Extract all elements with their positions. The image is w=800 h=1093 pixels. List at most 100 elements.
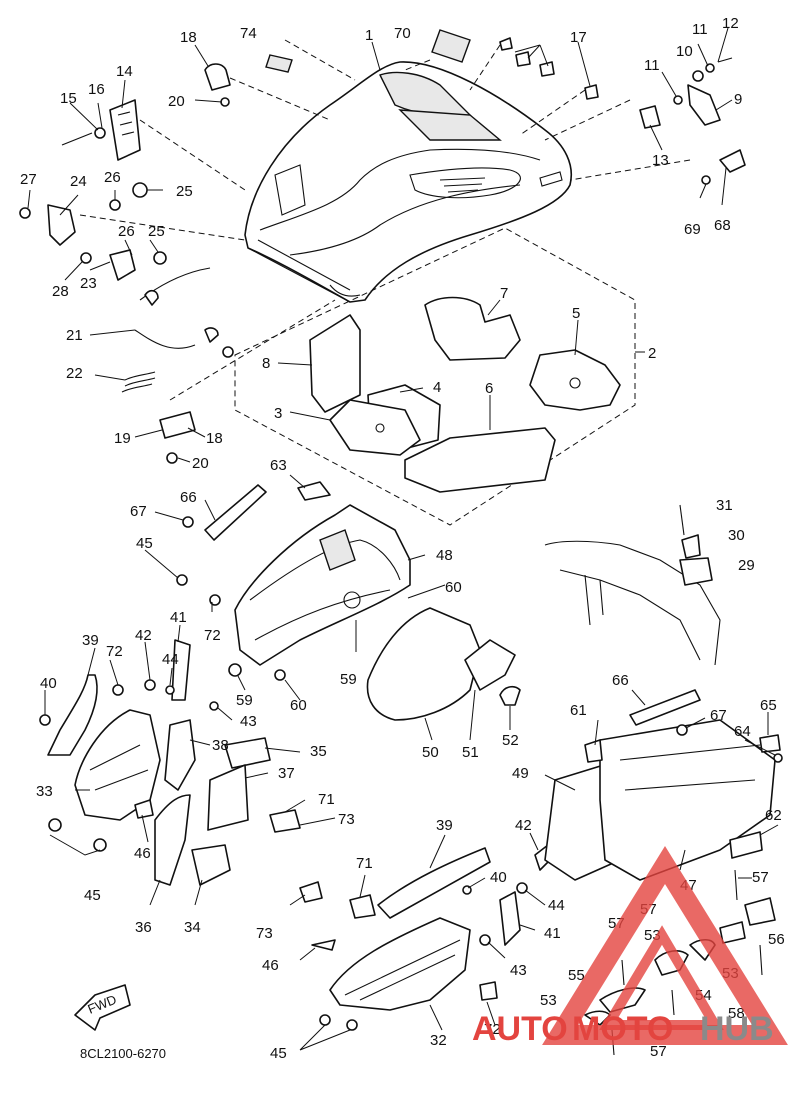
callout-40-left: 40: [40, 675, 57, 692]
callout-52: 52: [502, 732, 519, 749]
callout-25-lower: 25: [148, 223, 165, 240]
callout-31: 31: [716, 497, 733, 514]
bracket-part-62: [729, 831, 763, 859]
callout-6: 6: [485, 380, 493, 397]
callout-59-left: 59: [236, 692, 253, 709]
pad-part-6: [404, 427, 556, 493]
decal-part-74: [265, 54, 293, 73]
callout-61: 61: [570, 702, 587, 719]
hood-part: [244, 61, 572, 303]
callout-45-bottom: 45: [270, 1045, 287, 1062]
callout-69: 69: [684, 221, 701, 238]
callout-44-lower: 44: [548, 897, 565, 914]
callout-60-lower: 60: [290, 697, 307, 714]
callout-40-lower: 40: [490, 869, 507, 886]
callout-17: 17: [570, 29, 587, 46]
decal-part-70: [431, 29, 471, 63]
callout-1: 1: [365, 27, 373, 44]
callout-55: 55: [568, 967, 585, 984]
upper-left-hardware: [19, 63, 234, 464]
pad-part-3: [329, 399, 421, 456]
callout-28: 28: [52, 283, 69, 300]
tray-part-50: [366, 607, 481, 721]
callout-26-upper: 26: [104, 169, 121, 186]
callout-29: 29: [738, 557, 755, 574]
callout-24: 24: [70, 173, 87, 190]
left-side-panel-assembly: [39, 516, 301, 886]
callout-53-lower: 53: [540, 992, 557, 1009]
callout-71-upper: 71: [318, 791, 335, 808]
callout-19: 19: [114, 430, 131, 447]
callout-59-center: 59: [340, 671, 357, 688]
callout-37: 37: [278, 765, 295, 782]
callout-34: 34: [184, 919, 201, 936]
callout-22: 22: [66, 365, 83, 382]
callout-49: 49: [512, 765, 529, 782]
callout-66-upper: 66: [180, 489, 197, 506]
callout-12: 12: [722, 15, 739, 32]
callout-72-lower: 72: [484, 1021, 501, 1038]
forward-direction-arrow: FWD: [74, 984, 131, 1031]
callout-64: 64: [734, 723, 751, 740]
callout-35: 35: [310, 743, 327, 760]
callout-72-middle: 72: [204, 627, 221, 644]
callout-20-top: 20: [168, 93, 185, 110]
right-frame-assembly: [544, 504, 721, 666]
pad-part-7: [424, 296, 521, 361]
callout-73-upper: 73: [338, 811, 355, 828]
watermark-word-moto: MOTO: [572, 1010, 673, 1048]
callout-39-left: 39: [82, 632, 99, 649]
pad-part-8: [309, 314, 361, 413]
callout-38: 38: [212, 737, 229, 754]
lower-side-panel-assembly: [299, 844, 551, 1031]
callout-45-left: 45: [84, 887, 101, 904]
cover-part-51: [464, 639, 516, 691]
callout-74: 74: [240, 25, 257, 42]
callout-45-upper: 45: [136, 535, 153, 552]
callout-30: 30: [728, 527, 745, 544]
insulation-set-outline: [234, 227, 645, 526]
callout-60-upper: 60: [445, 579, 462, 596]
watermark-word-auto: AUTO: [472, 1010, 568, 1048]
callout-25-upper: 25: [176, 183, 193, 200]
strap-part-66-lower: [629, 689, 701, 726]
callout-51: 51: [462, 744, 479, 761]
callout-5: 5: [572, 305, 580, 322]
callout-8: 8: [262, 355, 270, 372]
callout-46-left: 46: [134, 845, 151, 862]
callout-18-bottom: 18: [206, 430, 223, 447]
callout-11-top: 11: [692, 21, 708, 38]
callout-23: 23: [80, 275, 97, 292]
watermark-word-hub: HUB: [700, 1010, 774, 1048]
watermark-triangle-icon: [542, 845, 788, 1045]
callout-63: 63: [270, 457, 287, 474]
callout-14: 14: [116, 63, 133, 80]
callout-3: 3: [274, 405, 282, 422]
callout-7: 7: [500, 285, 508, 302]
callout-68: 68: [714, 217, 731, 234]
callout-4: 4: [433, 379, 441, 396]
callout-26-lower: 26: [118, 223, 135, 240]
callout-10: 10: [676, 43, 693, 60]
callout-20-bottom: 20: [192, 455, 209, 472]
callout-58: 58: [728, 1005, 745, 1022]
watermark-inner-triangle-icon: [599, 925, 724, 1030]
callout-32: 32: [430, 1032, 447, 1049]
callout-62: 62: [765, 807, 782, 824]
upper-right-hardware: [499, 37, 746, 185]
callout-21: 21: [66, 327, 83, 344]
callout-18-top: 18: [180, 29, 197, 46]
callout-36: 36: [135, 919, 152, 936]
callout-16: 16: [88, 81, 105, 98]
callout-15: 15: [60, 90, 77, 107]
glove-box-part-48: [234, 504, 411, 666]
clip-part-63: [297, 481, 331, 501]
callout-41-lower: 41: [544, 925, 561, 942]
clip-part-52: [499, 685, 521, 706]
bracket-part-56: [744, 897, 776, 926]
callout-57-bottom: 57: [650, 1043, 667, 1060]
strap-part-66-upper: [204, 484, 267, 541]
callout-57-right: 57: [752, 869, 769, 886]
callout-39-lower: 39: [436, 817, 453, 834]
